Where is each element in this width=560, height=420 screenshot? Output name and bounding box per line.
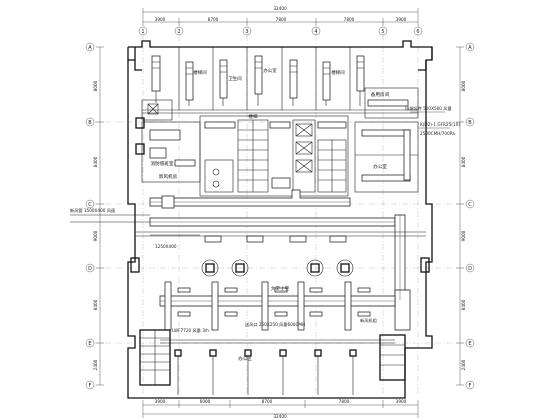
bottom-seg-dim-2: 6000: [200, 399, 211, 404]
top-seg-dim-5: 3900: [396, 17, 407, 22]
right-seg-dim-4: 8400: [461, 299, 466, 310]
grid-row-b-left: B: [88, 120, 92, 126]
bottom-seg-dim-1: 3900: [155, 399, 166, 404]
right-seg-dim-3: 9000: [461, 230, 466, 241]
exhaust-note: 送风口 250X250 风量600CMH: [245, 321, 305, 328]
central-core: 楼梯: [199, 113, 349, 197]
top-room-label-1: 楼梯间: [193, 69, 206, 76]
left-seg-dim-1: 8000: [93, 80, 98, 91]
stair-label: 楼梯: [248, 113, 258, 120]
top-dimension-lines: 32400 3900 8700 7800 7800 3900: [142, 6, 419, 26]
grid-col-2: 2: [177, 29, 180, 35]
top-room-ducts: [151, 55, 365, 106]
lower-hall: [130, 231, 430, 277]
top-seg-dim-1: 3900: [155, 17, 166, 22]
left-seg-dim-2: 8400: [93, 156, 98, 167]
grid-row-c-right: C: [468, 202, 472, 208]
building-outline: [127, 40, 433, 399]
top-grid-bubbles: 1 2 3 4 5 6: [138, 26, 423, 36]
bottom-left-stair: [139, 329, 171, 386]
right-dimension-lines: 8000 8400 9000 8400 2400: [456, 46, 466, 386]
unit-callout: K(D2)-1 GFR25(1X) 2500CMH/700Pa 排烟竖井 500…: [405, 105, 460, 136]
grid-row-a-right: A: [468, 45, 472, 51]
top-seg-dim-4: 7800: [344, 17, 355, 22]
left-equipment-room: 新风机房 消防值班室: [135, 99, 201, 183]
equipment-room-label: 新风机房: [159, 173, 178, 180]
top-seg-dim-2: 8700: [208, 17, 219, 22]
side-grid-bubbles: A B C D E F A B C D E F: [85, 42, 475, 390]
duty-room-label: 消防值班室: [151, 160, 174, 167]
grid-row-d-right: D: [468, 266, 472, 272]
right-seg-dim-1: 8000: [461, 80, 466, 91]
bottom-right-stair: [379, 334, 406, 381]
right-seg-dim-2: 8400: [461, 156, 466, 167]
grid-row-e-right: E: [468, 341, 471, 347]
top-total-dim: 32400: [273, 6, 287, 11]
grid-col-3: 3: [245, 29, 248, 35]
grid-row-c-left: C: [88, 202, 92, 208]
unit-spec-1: K(D2)-1 GFR25(1X): [420, 122, 460, 127]
grid-row-b-right: B: [468, 120, 472, 126]
top-room-label-3: 办公室: [263, 67, 277, 74]
right-rooms: 备用房间 办公室: [354, 87, 419, 193]
grid-row-e-left: E: [88, 341, 91, 347]
grid-col-5: 5: [381, 29, 384, 35]
fresh-air-note: LWF7720 风量 3/h: [172, 327, 209, 334]
right-room-label-1: 备用房间: [371, 91, 390, 98]
grid-row-a-left: A: [88, 45, 92, 51]
office-label: 办公区: [238, 355, 252, 362]
bottom-total-dim: 32400: [273, 414, 287, 419]
grid-col-4: 4: [314, 29, 317, 35]
top-room-labels: 楼梯间 卫生间 办公室 楼梯间: [193, 67, 344, 82]
main-supply-duct: 新风管 1500X400 风速 1250X400: [70, 189, 411, 331]
top-room-partitions: [142, 47, 418, 114]
bottom-seg-dim-5: 3900: [396, 399, 407, 404]
unit-spec-2: 2500CMH/700Pa: [420, 131, 455, 136]
grid-row-d-left: D: [88, 266, 92, 272]
grid-row-f-left: F: [89, 383, 92, 389]
main-duct-spec: 新风管 1500X400 风速: [70, 207, 116, 214]
left-seg-dim-3: 9000: [93, 230, 98, 241]
right-room-label-2: 办公室: [373, 163, 387, 170]
top-seg-dim-3: 7800: [276, 17, 287, 22]
plant-note: 新风机组: [360, 317, 377, 324]
bottom-columns: [174, 349, 357, 395]
grid-col-6: 6: [416, 29, 419, 35]
left-dimension-lines: 8000 8400 9000 8400 2400: [93, 46, 104, 386]
bottom-dimension-lines: 3900 6000 8700 7800 3900 32400: [142, 399, 419, 419]
bottom-seg-dim-3: 8700: [262, 399, 273, 404]
hall-label: 大堂上空: [271, 285, 290, 292]
grid-col-1: 1: [141, 29, 144, 35]
duct-note: 1250X400: [155, 244, 177, 249]
left-seg-dim-4: 8400: [93, 299, 98, 310]
left-seg-dim-5: 2400: [93, 359, 98, 370]
grid-row-f-right: F: [469, 383, 472, 389]
lower-branch-ducts: 大堂上空 送风口 250X250 风量600CMH LWF7720 风量 3/h…: [159, 281, 396, 362]
bottom-seg-dim-4: 7800: [339, 399, 350, 404]
riser-note: 排烟竖井 500X500 风量: [405, 105, 452, 112]
right-seg-dim-5: 2400: [461, 359, 466, 370]
top-room-label-4: 楼梯间: [331, 69, 344, 76]
top-room-label-2: 卫生间: [228, 75, 241, 82]
